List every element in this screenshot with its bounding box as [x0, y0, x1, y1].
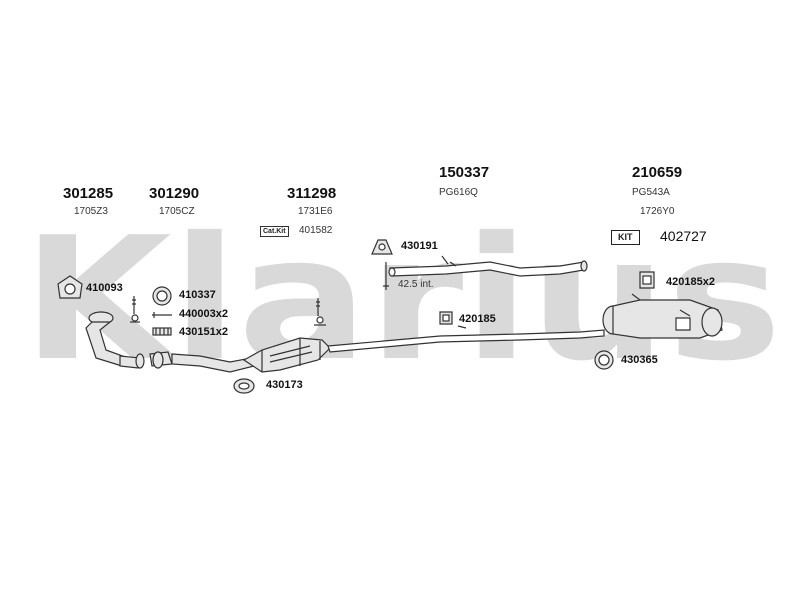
part-420185-label: 420185 — [459, 313, 496, 325]
part-430191-label: 430191 — [401, 240, 438, 252]
group-311298-code: 1731E6 — [298, 206, 333, 217]
clamp-center-icon — [383, 255, 457, 290]
rubber-mount-420185x2-icon — [631, 271, 691, 317]
hanger-430191-icon — [371, 239, 393, 255]
group-301285-code: 1705Z3 — [74, 206, 108, 217]
part-430173-label: 430173 — [266, 379, 303, 391]
group-150337-code: PG616Q — [439, 187, 478, 198]
group-150337-title: 150337 — [439, 164, 490, 181]
intermediate-pipe-shape — [327, 329, 605, 353]
rear-silencer-shape — [602, 299, 723, 339]
clamp-cat-icon — [314, 298, 326, 326]
part-430151-label: 430151x2 — [179, 326, 228, 338]
part-430365-label: 430365 — [621, 354, 658, 366]
group-210659-code: PG543A — [632, 187, 670, 198]
spring-430151-icon — [152, 327, 172, 336]
group-311298-title: 311298 — [287, 185, 337, 202]
front-pipe-shape — [85, 311, 145, 369]
part-440003-label: 440003x2 — [179, 308, 228, 320]
cat-kit-number: 401582 — [299, 225, 333, 236]
ring-430365-icon — [594, 350, 614, 370]
group-301290-title: 301290 — [149, 185, 200, 202]
part-420185x2-label: 420185x2 — [666, 276, 715, 288]
cat-kit-tag: Cat.Kit — [260, 226, 289, 237]
group-301290-code: 1705CZ — [159, 206, 195, 217]
ring-410337-icon — [152, 286, 172, 306]
bolt-440003-icon — [152, 312, 172, 318]
center-pipe-shape — [388, 260, 588, 277]
rubber-mount-420185-icon — [439, 311, 467, 329]
gasket-430173-icon — [233, 378, 255, 394]
group-210659-title: 210659 — [632, 164, 683, 181]
gasket-410093-icon — [57, 275, 83, 299]
kit-tag: KIT — [611, 230, 640, 245]
part-410093-label: 410093 — [86, 282, 123, 294]
clamp-front-icon — [130, 296, 140, 323]
flex-pipe-shape — [149, 351, 263, 373]
group-210659-subcode: 1726Y0 — [640, 206, 675, 217]
part-410337-label: 410337 — [179, 289, 216, 301]
kit-number: 402727 — [660, 228, 707, 244]
group-301285-title: 301285 — [63, 185, 114, 202]
part-42-5-label: 42.5 int. — [398, 279, 434, 290]
